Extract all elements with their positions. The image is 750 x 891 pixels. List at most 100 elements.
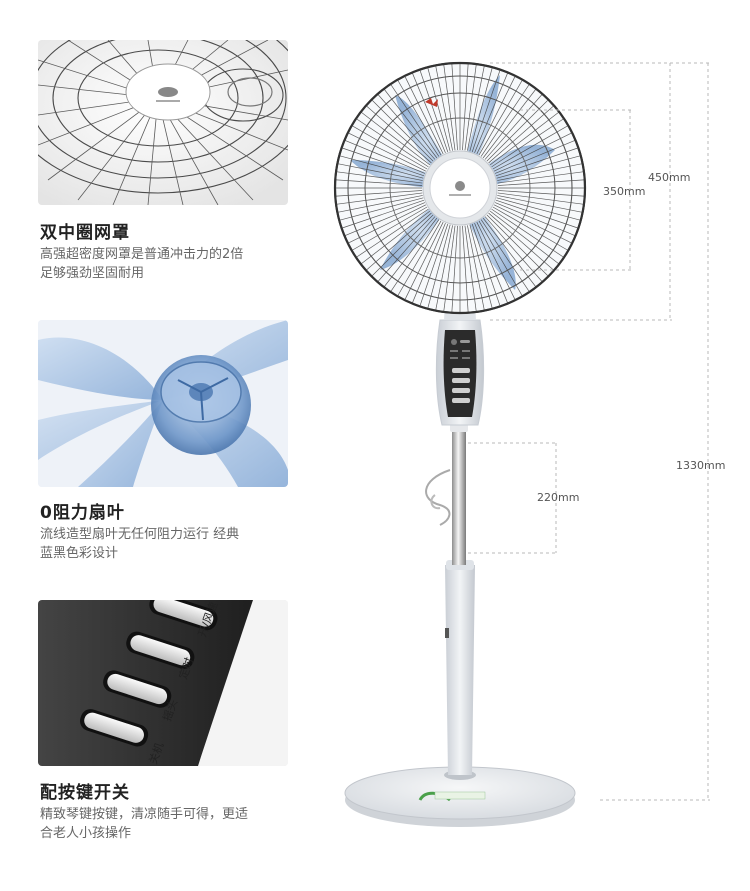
grill-wire <box>356 118 429 168</box>
grill-wire <box>464 225 477 311</box>
feature-title-blades: 0阻力扇叶 <box>40 503 125 523</box>
grill-wire <box>482 89 536 159</box>
grill-wire <box>488 105 554 164</box>
grill-wire <box>404 76 444 155</box>
key-button-power-wind[interactable] <box>452 368 470 373</box>
grill-wire <box>495 147 578 177</box>
grill-wire <box>419 70 449 153</box>
grill-wire <box>366 212 432 271</box>
grill-wire <box>462 64 469 151</box>
grill-wire <box>497 179 584 186</box>
grill-wire <box>427 68 451 152</box>
grill-wire <box>497 163 582 181</box>
grill-wire <box>489 112 559 166</box>
grill-wire <box>427 224 451 308</box>
grill-wire <box>361 112 431 166</box>
grill-wire <box>412 73 446 154</box>
grill-wire <box>404 221 444 300</box>
key-button-timer[interactable] <box>452 378 470 383</box>
grill-wire <box>366 105 432 164</box>
feature-desc-line: 高强超密度网罩是普通冲击力的2倍 <box>40 247 244 262</box>
dimension-label-total-height: 1330mm <box>676 459 726 472</box>
feature-desc-line: 精致琴键按键，清凉随手可得，更适 <box>40 807 249 822</box>
fan-grill-wires <box>336 64 584 312</box>
grill-wire <box>336 190 423 197</box>
grill-wire <box>464 65 477 151</box>
grill-wire <box>337 192 423 205</box>
grill-wire <box>496 155 580 179</box>
grill-wire <box>476 221 516 300</box>
grill-wire <box>462 225 469 312</box>
feature-desc-line: 足够强劲坚固耐用 <box>40 266 145 281</box>
grill-wire <box>435 66 453 151</box>
grill-wire <box>361 210 431 264</box>
grill-wire <box>338 163 423 181</box>
grill-wire <box>419 223 449 306</box>
feature-image-grill <box>38 40 288 205</box>
grill-wire <box>467 225 485 310</box>
grill-wire <box>497 171 583 184</box>
grill-wire <box>412 222 446 303</box>
feature-desc-line: 蓝黑色彩设计 <box>40 546 119 561</box>
grill-wire <box>342 147 425 177</box>
grill-wire <box>352 206 428 251</box>
grill-wire <box>474 222 508 303</box>
feature-image-blades <box>38 320 288 487</box>
grill-wire <box>348 204 427 244</box>
grill-wire <box>377 216 436 282</box>
grill-wire <box>486 214 548 276</box>
grill-wire <box>469 224 493 308</box>
grill-wire <box>356 208 429 258</box>
grill-wire <box>493 204 572 244</box>
grill-wire <box>496 197 580 221</box>
brand-logo-icon <box>425 98 438 107</box>
grill-wire <box>443 65 456 151</box>
dimension-label-pole: 220mm <box>537 491 580 504</box>
grill-wire <box>337 171 423 184</box>
grill-wire <box>480 219 530 292</box>
key-button-off[interactable] <box>452 398 470 403</box>
standing-fan-illustration <box>333 61 710 827</box>
feature-desc-line: 流线造型扇叶无任何阻力运行 经典 <box>40 527 240 542</box>
grill-wire <box>476 76 516 155</box>
grill-wire <box>478 80 523 156</box>
grill-wire <box>384 217 438 287</box>
grill-wire <box>467 66 485 151</box>
grill-wire <box>471 70 501 153</box>
grill-wire <box>494 202 575 236</box>
grill-wire <box>443 225 456 311</box>
grill-wire <box>345 140 426 174</box>
grill-wire <box>372 100 434 162</box>
grill-wire <box>372 214 434 276</box>
grill-wire <box>397 80 442 156</box>
grill-wire <box>486 100 548 162</box>
blade-closeup-illustration <box>38 320 288 487</box>
feature-desc-line: 合老人小孩操作 <box>40 826 132 841</box>
grill-wire <box>390 84 440 157</box>
key-button-swing[interactable] <box>452 388 470 393</box>
grill-wire <box>488 212 554 271</box>
grill-wire <box>497 195 582 213</box>
grill-wire <box>492 125 568 170</box>
button-closeup-illustration: 开/风速 定时 摇头 关机 <box>38 600 288 766</box>
grill-wire <box>482 217 536 287</box>
feature-desc-blades: 流线造型扇叶无任何阻力运行 经典 蓝黑色彩设计 <box>40 525 290 563</box>
grill-wire <box>497 190 584 197</box>
grill-wire <box>484 94 543 160</box>
grill-wire <box>340 155 424 179</box>
grill-wire <box>492 206 568 251</box>
grill-wire <box>451 64 458 151</box>
feature-title-grill: 双中圈网罩 <box>40 223 130 243</box>
feature-title-buttons: 配按键开关 <box>40 783 130 803</box>
grill-wire <box>342 199 425 229</box>
grill-closeup-illustration <box>38 40 288 205</box>
grill-wire <box>336 179 423 186</box>
grill-wire <box>493 132 572 172</box>
dimension-label-grill-outer: 450mm <box>648 171 691 184</box>
indicator-light <box>451 339 457 345</box>
grill-wire <box>494 140 575 174</box>
feature-image-buttons: 开/风速 定时 摇头 关机 <box>38 600 288 766</box>
control-panel <box>443 330 477 417</box>
grill-wire <box>480 84 530 157</box>
grill-wire <box>474 73 508 154</box>
